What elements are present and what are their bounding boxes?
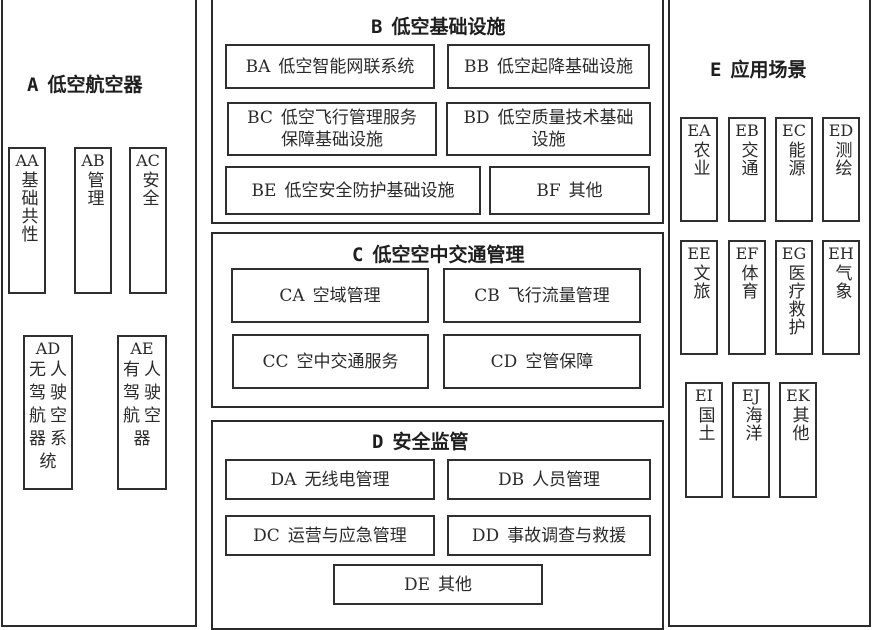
box-label: 其他 (788, 406, 809, 442)
box-code: EJ (741, 386, 761, 405)
char: 系 (50, 429, 67, 449)
box-code: EC (782, 121, 806, 140)
char: 器 (29, 429, 46, 449)
box-ac: AC 安全 (129, 147, 167, 294)
box-code: EI (695, 386, 713, 405)
char: 器 (133, 429, 151, 449)
box-label: 海洋 (741, 406, 762, 442)
char: 航 (123, 406, 140, 426)
char: 驶 (144, 383, 161, 403)
box-aa: AA 基础共性 (8, 147, 46, 294)
box-code: EF (735, 244, 759, 263)
box-ab: AB 管理 (74, 147, 112, 294)
box-code: EK (786, 386, 810, 405)
char: 航 (29, 406, 46, 426)
char: 人 (50, 360, 67, 380)
box-ad-text: 无人驾驶航空器系统 (25, 359, 71, 474)
box-label: 能源 (784, 141, 805, 177)
box-ad: AD 无人驾驶航空器系统 (23, 335, 73, 490)
box-code: EH (828, 244, 854, 263)
char: 空 (144, 406, 161, 426)
box-code: EG (781, 244, 807, 263)
box-label: 国土 (694, 406, 715, 442)
box-code: EA (687, 121, 711, 140)
box-code: EE (687, 244, 711, 263)
char: 人 (144, 360, 161, 380)
box-code: ED (828, 121, 854, 140)
box-label: 医疗救护 (784, 264, 805, 336)
box-code: EB (735, 121, 759, 140)
char: 无 (29, 360, 46, 380)
char: 驾 (123, 383, 140, 403)
panel-a-low-altitude-aircraft (1, 0, 197, 627)
box-label: 体育 (737, 264, 758, 300)
box-label: 气象 (831, 264, 852, 300)
char: 统 (39, 452, 57, 472)
char: 驾 (29, 383, 46, 403)
box-ae-text: 有人驾驶航空器 (119, 359, 165, 451)
box-ae: AE 有人驾驶航空器 (117, 335, 167, 490)
char: 空 (50, 406, 67, 426)
box-label: 文旅 (689, 264, 710, 300)
box-label: 测绘 (831, 141, 852, 177)
box-label: 交通 (737, 141, 758, 177)
char: 有 (123, 360, 140, 380)
char: 驶 (50, 383, 67, 403)
box-label: 农业 (689, 141, 710, 177)
